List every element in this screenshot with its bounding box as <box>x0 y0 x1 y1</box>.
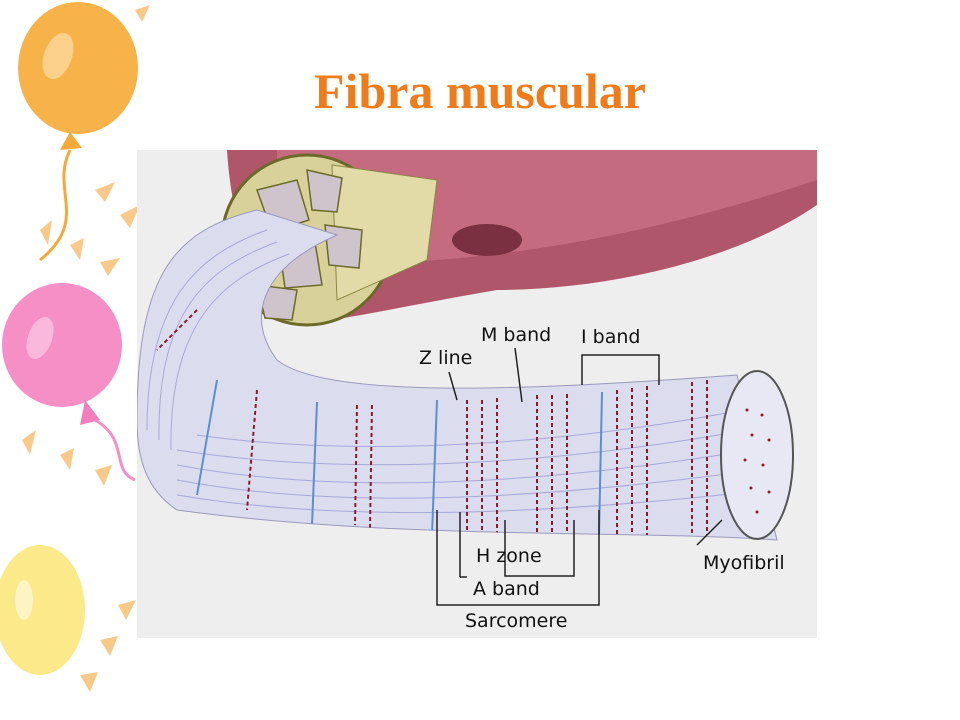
a-band-label: A band <box>473 578 540 600</box>
pink-balloon-icon <box>2 283 136 482</box>
label-leaders <box>436 347 723 606</box>
muscle-fiber-diagram: M band I band Z line Myofibril H zone A … <box>137 150 817 638</box>
m-band-label: M band <box>481 324 552 346</box>
slide-title: Fibra muscular <box>314 63 646 119</box>
myofibril-label: Myofibril <box>703 552 785 574</box>
myofibril-tube <box>137 209 778 541</box>
sun-rays-icon <box>22 5 150 692</box>
z-line-label: Z line <box>419 347 473 369</box>
balloon-decoration <box>0 2 150 692</box>
h-zone-label: H zone <box>476 545 542 567</box>
yellow-balloon-icon <box>0 545 85 675</box>
i-band-label: I band <box>581 326 641 348</box>
orange-balloon-icon <box>18 2 138 262</box>
sarcomere-label: Sarcomere <box>465 610 568 632</box>
myofibril-end <box>720 370 794 540</box>
myofibril-illustration <box>137 150 817 606</box>
